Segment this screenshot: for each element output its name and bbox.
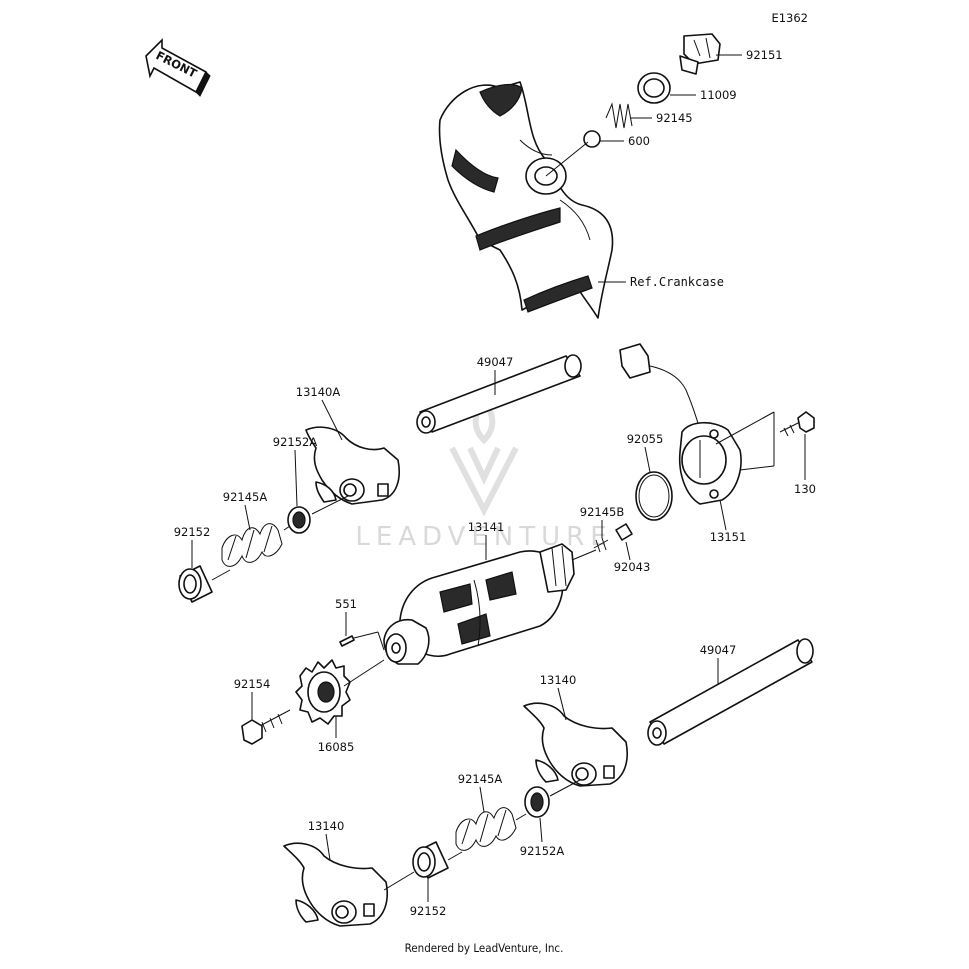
footer-credit: Rendered by LeadVenture, Inc.	[405, 941, 564, 955]
part-92152A-bottom-collar	[524, 779, 581, 818]
label-92154: 92154	[234, 677, 271, 691]
label-49047-right: 49047	[700, 643, 737, 657]
part-92152-left-collar	[178, 565, 213, 603]
part-551-pin	[339, 631, 385, 651]
label-92043: 92043	[614, 560, 651, 574]
ref-crankcase-label: Ref.Crankcase	[630, 275, 724, 289]
label-92152-left: 92152	[174, 525, 211, 539]
part-92055-oring	[635, 471, 673, 521]
part-600-ball	[583, 130, 601, 148]
part-92145B-spring	[593, 537, 609, 553]
part-11009-washer	[637, 72, 671, 104]
part-130-bolt	[779, 411, 815, 437]
label-11009: 11009	[700, 88, 737, 102]
label-92152A-left: 92152A	[273, 435, 318, 449]
label-600: 600	[628, 134, 650, 148]
leader-13151-bracket	[715, 411, 775, 531]
part-49047-right-shaft	[647, 638, 814, 746]
part-92145A-left-spring	[221, 523, 283, 567]
part-49047-upper-shaft	[416, 354, 582, 434]
label-92151: 92151	[746, 48, 783, 62]
part-13140-right-fork	[523, 702, 628, 787]
label-49047-top: 49047	[477, 355, 514, 369]
part-13140A-fork	[305, 426, 400, 505]
label-13140A: 13140A	[296, 385, 341, 399]
part-16085-gear	[295, 659, 385, 725]
label-92055: 92055	[627, 432, 664, 446]
part-92154-bolt	[241, 709, 291, 745]
label-92145A-bottom: 92145A	[458, 772, 503, 786]
part-13140-bottom-fork	[283, 842, 415, 927]
part-13151-sensor	[619, 343, 742, 505]
part-92145A-bottom-spring	[455, 807, 517, 851]
label-13151: 13151	[710, 530, 747, 544]
label-13141: 13141	[468, 520, 505, 534]
front-arrow-icon: FRONT	[145, 38, 211, 97]
label-92152A-bottom: 92152A	[520, 844, 565, 858]
part-92145-spring	[605, 102, 633, 129]
connector-lines	[211, 525, 527, 861]
label-92145-top: 92145	[656, 111, 693, 125]
label-16085: 16085	[318, 740, 355, 754]
part-92152-bottom-collar	[412, 841, 449, 879]
part-13141-drum	[383, 543, 597, 665]
top-leaders	[545, 54, 742, 283]
label-92152-bottom: 92152	[410, 904, 447, 918]
label-13140-bottom: 13140	[308, 819, 345, 833]
crankcase-reference	[438, 81, 614, 319]
diagram-code: E1362	[771, 11, 808, 25]
label-551: 551	[335, 597, 357, 611]
label-130: 130	[794, 482, 816, 496]
part-92152A-left-collar	[287, 495, 349, 534]
part-92043-pin	[615, 523, 633, 541]
label-92145B: 92145B	[580, 505, 625, 519]
label-92145A-left: 92145A	[223, 490, 268, 504]
label-13140-right: 13140	[540, 673, 577, 687]
part-92151-plug	[679, 33, 721, 75]
